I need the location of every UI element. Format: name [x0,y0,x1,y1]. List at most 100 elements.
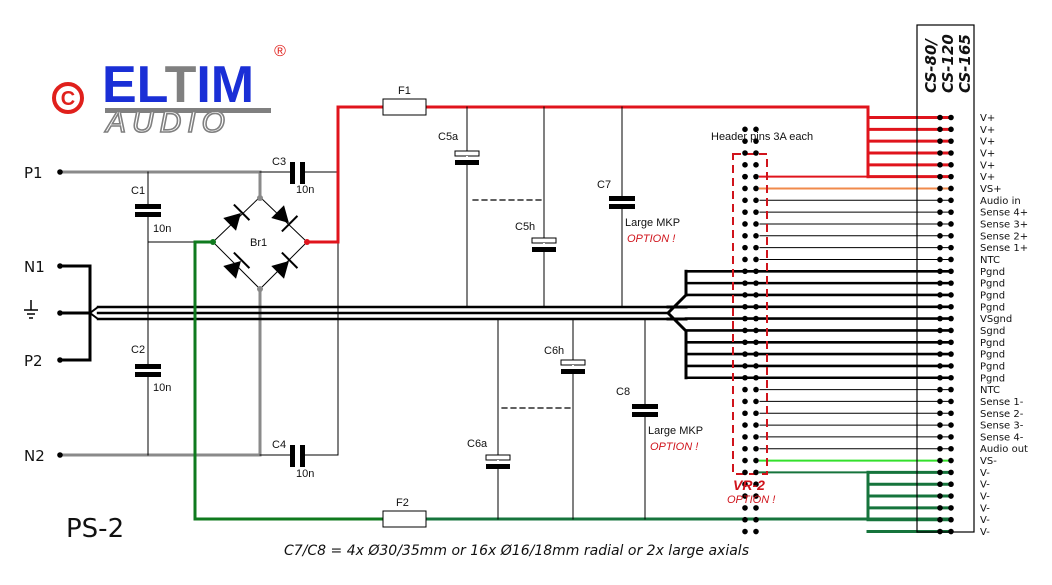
header-pin [742,303,748,310]
header-pin [753,280,759,286]
logo-brand: ELTIM [102,56,254,114]
connector-pin [937,244,943,251]
ground-icon [24,300,38,319]
bridge-node [257,286,263,292]
connector-pin [937,150,943,156]
connector-pin [937,505,943,511]
header-pin [753,374,759,381]
header-pin [742,374,748,381]
connector-pin [948,445,954,452]
connector-pin [948,434,954,440]
header-vr2-outline [732,153,768,475]
capacitor-c5h-gap [543,243,545,247]
spacer [742,173,748,180]
connector-pin-label: Audio in [980,196,1021,207]
header-pin [753,162,759,168]
header-pin [742,363,748,369]
wire-p1 [60,170,262,197]
header-note: Header pins 3A each [711,131,813,143]
header-pin [753,315,759,322]
connector-pin [937,363,943,369]
diode-icon [223,251,251,279]
connector-pin-label: Sense 2+ [980,231,1028,242]
connector-pin [937,197,943,204]
connector-pin [937,209,943,215]
connector-pin [948,386,954,393]
connector-pin-label: V- [980,515,990,526]
connector-pin [937,292,943,298]
capacitor-c4-plate [300,445,305,467]
connector-pin [948,303,954,310]
header-pin [753,516,759,523]
connector-pin-label: V+ [980,137,995,148]
capacitor-c3-gap [295,162,300,184]
connector-pin-label: Sense 1- [980,397,1024,408]
c2-ref: C2 [131,344,145,356]
diode-icon [223,203,251,231]
connector-pin-label: Sense 4+ [980,208,1028,219]
connector-pin-label: Pgnd [980,279,1005,290]
capacitor-c8-plate [632,412,658,417]
connector-pin [948,457,954,464]
logo-brand-part: EL [102,56,168,114]
logo-brand-part: IM [196,56,254,114]
connector-pin [937,233,943,239]
connector-pin-label: V+ [980,148,995,159]
header-pin [742,493,748,499]
header-pin [753,457,759,464]
capacitor-c3-plate [290,162,295,184]
connector-pin [937,138,943,144]
header-pin [753,185,759,192]
diode-icon [271,251,299,279]
capacitor-c5h-plate-pos [531,237,557,244]
connector-pin-label: V- [980,527,990,538]
header-pin [742,138,748,144]
connector-pin [937,126,943,133]
header-pin [753,209,759,215]
connector-pin-label: Pgnd [980,373,1005,384]
connector-title-line: CS-165 [956,34,974,93]
capacitor-c2-gap [135,369,161,372]
header-pin [742,516,748,523]
connector-pin [937,268,943,275]
capacitor-c8-plate [632,404,658,409]
connector-pin [948,268,954,275]
c6a-ref: C6a [467,438,488,450]
c7-ref: C7 [597,179,611,191]
diode-icon [271,205,299,233]
capacitor-c4-plate [290,445,295,467]
connector-pin [948,315,954,322]
c4-ref: C4 [272,439,286,451]
input-label-n1: N1 [24,258,45,276]
connector-pin [948,233,954,239]
capacitor-c5a-plate-neg [455,160,479,165]
c3-value: 10n [296,184,314,196]
header-pin [742,292,748,298]
header-pin [753,126,759,133]
header-option: OPTION ! [727,494,775,506]
header-pin [742,398,748,405]
connector-pin-label: Pgnd [980,338,1005,349]
connector-pin-label: VSgnd [980,314,1012,325]
connector-pin-label: V+ [980,172,995,183]
connector-pin [948,209,954,215]
connector-pin [937,162,943,168]
connector-pin [948,185,954,192]
connector-title-line: CS-120 [939,34,957,93]
header-pin [753,244,759,251]
diode-triangle [223,213,241,231]
header-pin [753,173,759,180]
header-pin [753,303,759,310]
connector-pin [948,280,954,286]
header-pin [753,434,759,440]
header-pin [753,398,759,405]
header-pin [742,386,748,393]
connector-pin [937,493,943,499]
c3-ref: C3 [272,156,286,168]
connector-pin-label: Sense 1+ [980,243,1028,254]
capacitor-c4-gap [295,445,300,467]
header-pin [742,209,748,215]
header-pin [742,445,748,452]
